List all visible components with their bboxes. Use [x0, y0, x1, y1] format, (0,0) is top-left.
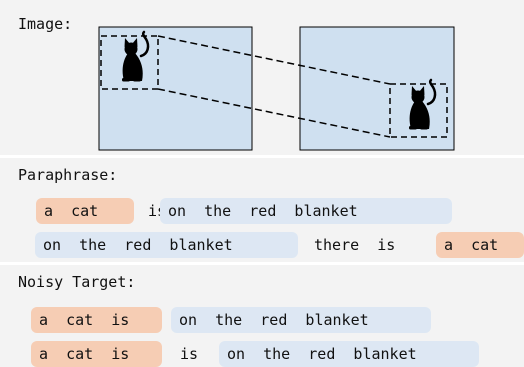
phrase-chunk: there is	[314, 236, 396, 254]
bbox-connector-top	[157, 35, 391, 85]
phrase-chunk: is	[180, 345, 199, 363]
phrase-chunk: a cat is	[31, 307, 162, 333]
left-cat-bbox	[100, 35, 159, 90]
phrase-chunk: on the red blanket	[219, 341, 479, 367]
phrase-chunk: a cat is	[31, 341, 162, 367]
right-image-frame	[299, 26, 455, 151]
left-image-frame	[98, 26, 253, 151]
image-section-label: Image:	[18, 15, 73, 33]
right-cat-bbox	[389, 83, 448, 138]
noisy-target-section-label: Noisy Target:	[18, 273, 136, 291]
phrase-chunk: on the red blanket	[171, 307, 431, 333]
phrase-chunk: a cat	[36, 198, 134, 224]
phrase-chunk: on the red blanket	[35, 232, 298, 258]
phrase-chunk: on the red blanket	[160, 198, 452, 224]
paraphrase-section-label: Paraphrase:	[18, 166, 118, 184]
image-illustration	[98, 26, 455, 151]
bbox-connector-bottom	[157, 88, 391, 138]
phrase-chunk: a cat	[436, 232, 524, 258]
